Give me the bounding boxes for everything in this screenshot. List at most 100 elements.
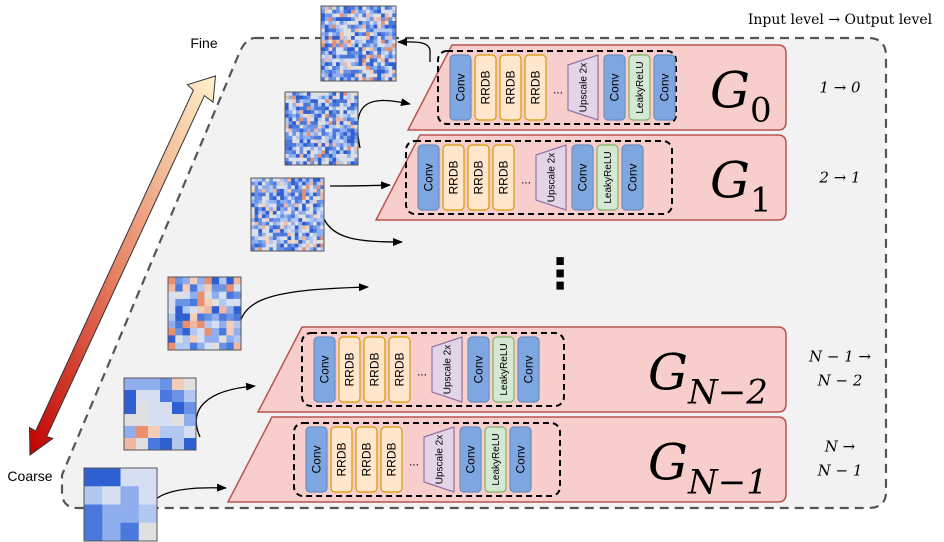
field-cell bbox=[339, 28, 344, 33]
field-cell bbox=[332, 51, 337, 56]
field-cell bbox=[302, 221, 307, 226]
field-cell bbox=[204, 328, 213, 336]
field-cell bbox=[388, 43, 393, 48]
field-cell bbox=[381, 69, 386, 74]
field-cell bbox=[321, 157, 326, 162]
field-cell bbox=[182, 284, 191, 292]
field-cell bbox=[313, 243, 318, 248]
field-cell bbox=[339, 24, 344, 29]
field-cell bbox=[272, 185, 277, 190]
field-cell bbox=[226, 284, 235, 292]
field-cell bbox=[305, 225, 310, 230]
field-cell bbox=[320, 240, 325, 245]
field-cell bbox=[339, 106, 344, 111]
field-cell bbox=[269, 196, 274, 201]
field-cell bbox=[124, 414, 137, 427]
connector-arrow bbox=[397, 37, 431, 62]
field-cell bbox=[321, 13, 326, 18]
field-cell bbox=[377, 17, 382, 22]
field-cell bbox=[261, 188, 266, 193]
field-cell bbox=[302, 229, 307, 234]
field-cell bbox=[291, 188, 296, 193]
field-cell bbox=[384, 28, 389, 33]
field-cell bbox=[261, 243, 266, 248]
field-cell bbox=[336, 13, 341, 18]
field-cell bbox=[280, 196, 285, 201]
field-cell bbox=[288, 150, 293, 155]
field-cell bbox=[384, 6, 389, 11]
field-cell bbox=[362, 43, 367, 48]
field-cell bbox=[306, 113, 311, 118]
field-cell bbox=[350, 106, 355, 111]
field-cell bbox=[354, 154, 359, 159]
field-cell bbox=[350, 102, 355, 107]
field-cell bbox=[313, 225, 318, 230]
field-cell bbox=[377, 24, 382, 29]
field-cell bbox=[276, 210, 281, 215]
field-cell bbox=[292, 128, 297, 133]
field-cell bbox=[381, 17, 386, 22]
field-cell bbox=[350, 128, 355, 133]
field-cell bbox=[254, 199, 259, 204]
field-cell bbox=[258, 218, 263, 223]
field-cell bbox=[354, 73, 359, 78]
field-cell bbox=[272, 225, 277, 230]
field-cell bbox=[261, 185, 266, 190]
conv-label: Conv bbox=[472, 355, 486, 383]
field-cell bbox=[310, 102, 315, 107]
field-cell bbox=[351, 9, 356, 14]
field-cell bbox=[258, 199, 263, 204]
field-cell bbox=[321, 28, 326, 33]
field-cell bbox=[317, 139, 322, 144]
field-cell bbox=[314, 135, 319, 140]
field-cell bbox=[328, 28, 333, 33]
field-cell bbox=[309, 210, 314, 215]
field-cell bbox=[294, 232, 299, 237]
field-cell bbox=[328, 17, 333, 22]
field-cell bbox=[388, 58, 393, 63]
field-cell bbox=[332, 121, 337, 126]
field-cell bbox=[182, 335, 191, 344]
field-cell bbox=[358, 43, 363, 48]
field-cell bbox=[302, 199, 307, 204]
field-cell bbox=[384, 47, 389, 52]
field-cell bbox=[288, 146, 293, 151]
field-cell bbox=[362, 58, 367, 63]
field-cell bbox=[280, 218, 285, 223]
field-cell bbox=[388, 39, 393, 44]
field-cell bbox=[184, 402, 197, 415]
field-cell bbox=[321, 146, 326, 151]
field-cell bbox=[354, 99, 359, 104]
field-cell bbox=[343, 157, 348, 162]
field-cell bbox=[347, 121, 352, 126]
field-cell bbox=[373, 47, 378, 52]
field-cell bbox=[138, 468, 158, 487]
connector-arrow bbox=[195, 382, 256, 438]
field-cell bbox=[354, 13, 359, 18]
field-cell bbox=[350, 154, 355, 159]
io-line: N → bbox=[824, 438, 856, 456]
field-cell bbox=[358, 51, 363, 56]
field-cell bbox=[325, 135, 330, 140]
field-cell bbox=[287, 203, 292, 208]
field-cell bbox=[332, 54, 337, 59]
field-cell bbox=[347, 58, 352, 63]
field-cell bbox=[292, 113, 297, 118]
field-cell bbox=[347, 24, 352, 29]
field-cell bbox=[251, 232, 256, 237]
field-cell bbox=[102, 522, 121, 542]
conv-label: Conv bbox=[522, 355, 536, 383]
field-cell bbox=[343, 128, 348, 133]
field-cell bbox=[288, 95, 293, 100]
field-cell bbox=[339, 47, 344, 52]
field-cell bbox=[317, 110, 322, 115]
field-cell bbox=[384, 36, 389, 41]
field-cell bbox=[168, 328, 176, 336]
io-line: N − 1 bbox=[817, 462, 863, 480]
leaky-block bbox=[596, 144, 619, 211]
field-cell bbox=[339, 143, 344, 148]
rrdb-label: RRDB bbox=[479, 70, 493, 104]
field-cell bbox=[332, 102, 337, 107]
field-cell bbox=[160, 438, 173, 451]
